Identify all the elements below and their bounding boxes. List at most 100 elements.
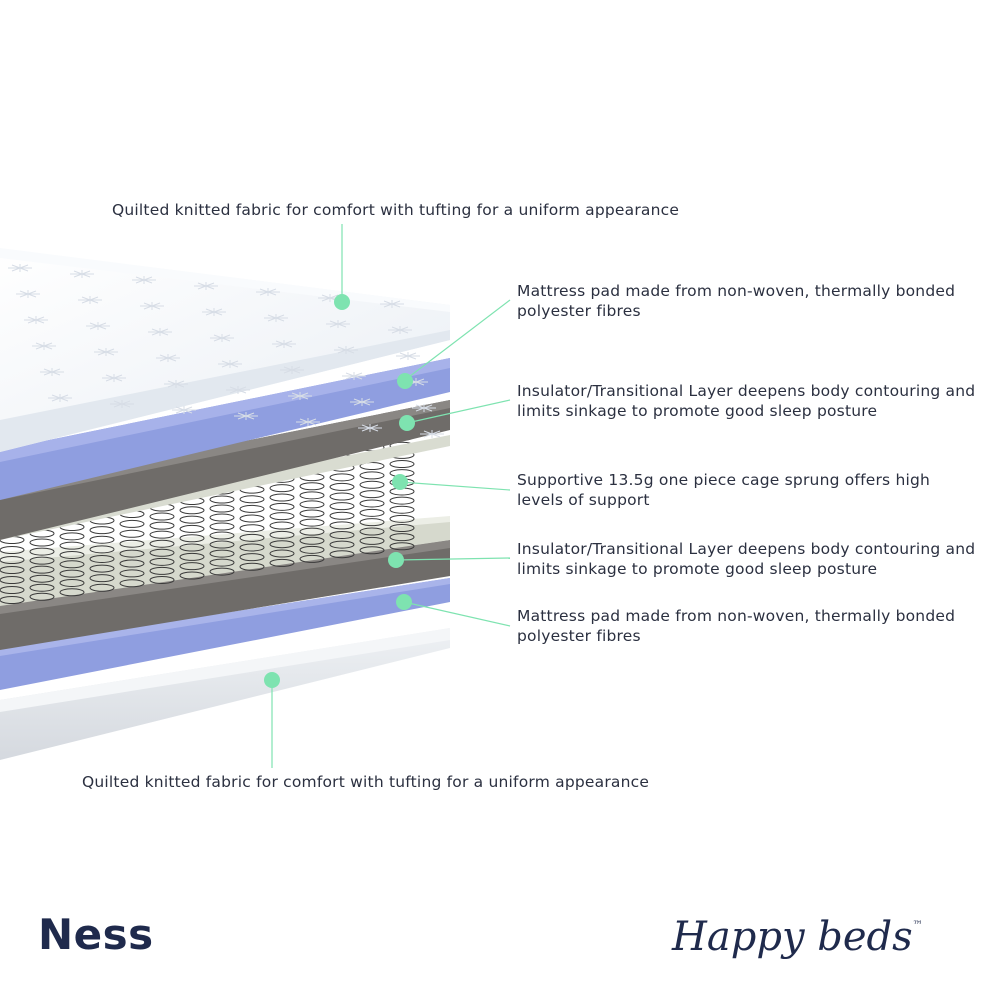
spring-coil (149, 548, 175, 557)
spring-coil (299, 518, 325, 527)
spring-coil (149, 575, 175, 584)
quilt-tuft (267, 314, 285, 322)
spring-coil (29, 583, 55, 592)
quilt-tuft (299, 418, 317, 426)
spring-coil (59, 550, 85, 559)
spring-coil (329, 521, 355, 530)
callout-springs: Supportive 13.5g one piece cage sprung o… (517, 471, 931, 509)
spring-coil (209, 495, 235, 504)
marker-top-fabric (334, 294, 350, 310)
spring-coil (329, 511, 355, 520)
quilt-tuft (383, 300, 401, 308)
spring-coil (149, 521, 175, 530)
spring-coil (0, 566, 25, 574)
spring-coil (299, 527, 325, 536)
spring-coil (119, 539, 145, 548)
quilt-tuft (113, 400, 131, 408)
bottom-pad-layer (0, 578, 450, 690)
quilt-tuft (321, 294, 339, 302)
spring-coil (239, 562, 265, 571)
spring-coil (269, 493, 295, 502)
spring-coil (119, 549, 145, 558)
spring-coil (179, 543, 205, 552)
spring-coil (59, 569, 85, 578)
callout-pad-top: Mattress pad made from non-woven, therma… (517, 282, 956, 320)
spring-coil (299, 491, 325, 500)
quilt-tuft (213, 334, 231, 342)
spring-coil (179, 571, 205, 580)
quilt-tuft (337, 346, 355, 354)
top-pad-layer (0, 358, 450, 500)
spring-coil (149, 566, 175, 575)
spring-coil (359, 536, 385, 545)
spring-coil (209, 522, 235, 531)
quilt-tuft (391, 326, 409, 334)
spring-coil (329, 530, 355, 539)
quilt-tuft (415, 404, 433, 412)
quilt-tuft (73, 270, 91, 278)
quilt-tuft (205, 308, 223, 316)
spring-coil (89, 583, 115, 592)
spring-coil (239, 533, 265, 542)
quilt-tuft (329, 320, 347, 328)
spring-coil (29, 538, 55, 547)
spring-coil (209, 567, 235, 576)
spring-coil (0, 546, 25, 554)
spring-coil (179, 506, 205, 515)
spring-coil (329, 550, 355, 559)
spring-coil (389, 460, 415, 469)
spring-coil (389, 523, 415, 532)
spring-coil (359, 471, 385, 480)
quilt-tuft (135, 276, 153, 284)
spring-coil (269, 512, 295, 521)
quilt-tuft (291, 392, 309, 400)
quilt-tuft (35, 342, 53, 350)
spring-coil (89, 545, 115, 554)
spring-coil (119, 559, 145, 568)
spring-coil (29, 565, 55, 574)
spring-coil (59, 588, 85, 597)
quilt-tuft (361, 424, 379, 432)
spring-coil (359, 518, 385, 527)
quilt-tuft (283, 366, 301, 374)
spring-coil (269, 530, 295, 539)
spring-coil (359, 546, 385, 555)
spring-coil (239, 553, 265, 562)
spring-coil (269, 484, 295, 493)
spring-coil (269, 540, 295, 549)
marker-insulator-bottom (388, 552, 404, 568)
spring-coil (89, 526, 115, 535)
spring-coil (359, 508, 385, 517)
spring-coil (89, 535, 115, 544)
spring-coil (179, 534, 205, 543)
quilt-tuft (51, 394, 69, 402)
spring-coil (179, 515, 205, 524)
quilt-tuft (423, 430, 441, 438)
spring-coil (239, 504, 265, 513)
spring-coil (59, 578, 85, 587)
callout-markers (264, 294, 415, 688)
spring-coil (389, 505, 415, 514)
spring-coil (0, 596, 25, 604)
quilt-tuft (11, 264, 29, 272)
spring-coil (179, 552, 205, 561)
quilt-tuft (43, 368, 61, 376)
quilt-tuft (197, 282, 215, 290)
spring-coil (29, 547, 55, 556)
spring-coil (359, 499, 385, 508)
spring-coil (389, 514, 415, 523)
marker-pad-top (397, 373, 413, 389)
marker-bottom-fabric (264, 672, 280, 688)
marker-pad-bottom (396, 594, 412, 610)
spring-coil (239, 514, 265, 523)
callout-insulator-bottom: Insulator/Transitional Layer deepens bod… (517, 540, 976, 578)
spring-coil (0, 576, 25, 584)
spring-coil (209, 513, 235, 522)
spring-coil (89, 574, 115, 583)
spring-coil (0, 586, 25, 594)
spring-coil (59, 541, 85, 550)
spring-coil (149, 557, 175, 566)
spring-coil (359, 480, 385, 489)
spring-layer (0, 423, 450, 606)
quilt-tuft (81, 296, 99, 304)
